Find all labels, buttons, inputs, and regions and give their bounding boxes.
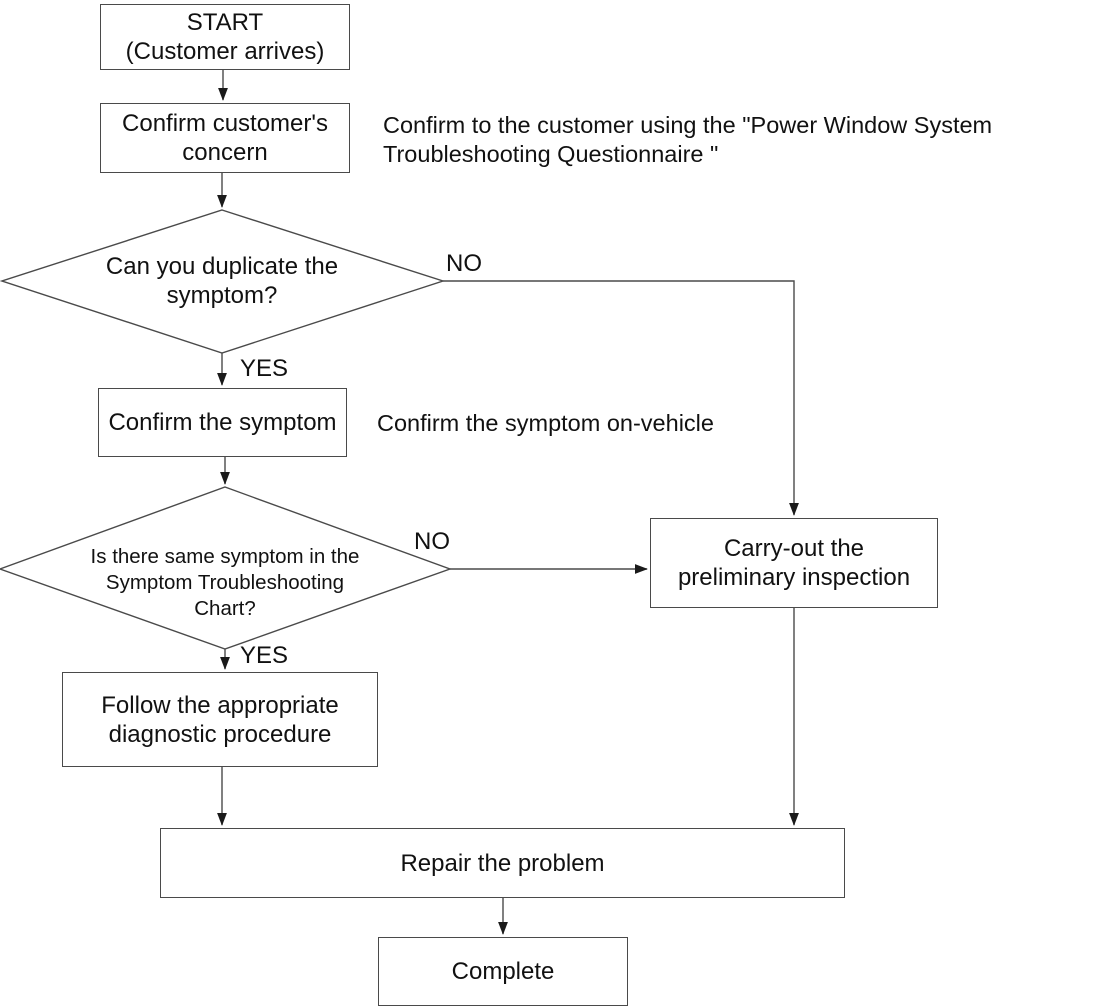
edge-label-duplicate-yes: YES: [240, 355, 289, 382]
node-follow-procedure-line: diagnostic procedure: [108, 720, 332, 748]
node-start-line: (Customer arrives): [125, 38, 325, 65]
node-carry-out-line: Carry-out the: [723, 535, 865, 562]
node-complete-line: Complete: [451, 958, 555, 985]
decision-chart-symptom-label: Is there same symptom in the Symptom Tro…: [0, 544, 450, 622]
decision-duplicate-symptom-line: Can you duplicate the: [105, 253, 339, 280]
edge-duplicate-no-to-carry-out: [443, 280, 799, 516]
node-confirm-concern-line: Confirm customer's: [122, 110, 328, 137]
decision-duplicate-symptom-line: symptom?: [166, 282, 278, 309]
edge-label-chart-yes: YES: [240, 642, 289, 669]
decision-chart-symptom-line: Symptom Troubleshooting: [105, 571, 345, 594]
node-confirm-concern: Confirm customer's concern: [100, 103, 350, 173]
node-follow-procedure-line: Follow the appropriate: [101, 691, 339, 719]
node-start-line: START: [186, 9, 264, 36]
node-repair-line: Repair the problem: [400, 849, 605, 877]
annotation-questionnaire-line: Troubleshooting Questionnaire ": [383, 141, 719, 167]
annotation-on-vehicle-line: Confirm the symptom on-vehicle: [377, 410, 714, 436]
node-carry-out-line: preliminary inspection: [677, 564, 911, 591]
decision-duplicate-symptom-diamond: [0, 209, 446, 354]
annotation-questionnaire-line: Confirm to the customer using the "Power…: [383, 112, 993, 138]
node-confirm-symptom-line: Confirm the symptom: [108, 409, 337, 436]
annotation-questionnaire: Confirm to the customer using the "Power…: [383, 111, 992, 169]
node-confirm-symptom: Confirm the symptom: [98, 388, 347, 457]
node-complete: Complete: [378, 937, 628, 1006]
node-repair: Repair the problem: [160, 828, 845, 898]
node-start: START (Customer arrives): [100, 4, 350, 70]
node-carry-out: Carry-out the preliminary inspection: [650, 518, 938, 608]
decision-chart-symptom-line: Is there same symptom in the: [90, 545, 360, 568]
decision-duplicate-symptom-label: Can you duplicate the symptom?: [22, 252, 422, 310]
edge-label-duplicate-no: NO: [446, 250, 482, 277]
edge-label-chart-no: NO: [414, 528, 450, 555]
annotation-on-vehicle: Confirm the symptom on-vehicle: [377, 409, 714, 438]
decision-chart-symptom-line: Chart?: [194, 597, 256, 620]
node-confirm-concern-line: concern: [182, 139, 268, 166]
decision-chart-symptom-diamond: [0, 486, 453, 650]
node-follow-procedure: Follow the appropriate diagnostic proced…: [62, 672, 378, 767]
